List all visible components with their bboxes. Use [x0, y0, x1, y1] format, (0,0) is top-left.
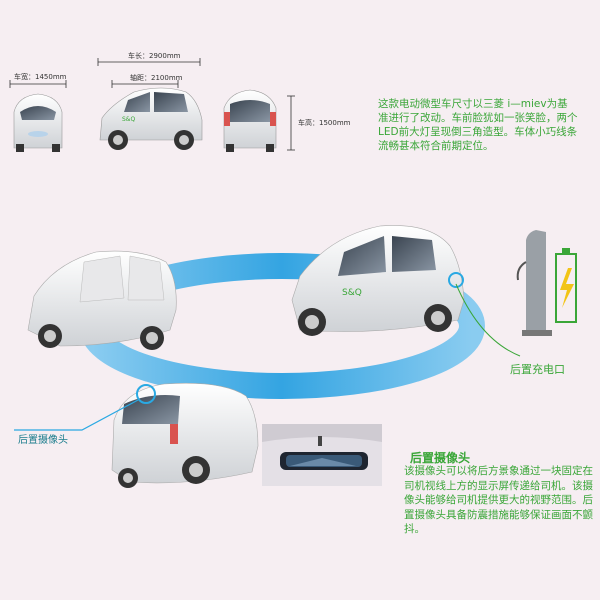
rearview-mirror-display	[262, 424, 382, 486]
camera-section-title: 后置摄像头	[410, 451, 471, 465]
car-rear-camera	[111, 382, 259, 488]
car-side-view	[99, 87, 203, 150]
charging-car-logo: S&Q	[342, 288, 362, 298]
height-dimension-label: 车高：1500mm	[298, 119, 351, 127]
dimension-lines	[9, 58, 295, 151]
charge-port-label: 后置充电口	[510, 363, 565, 376]
width-dimension-label: 车宽：1450mm	[14, 73, 67, 81]
length-dimension-label: 车长：2900mm	[128, 52, 181, 60]
rear-camera-label: 后置摄像头	[18, 435, 68, 446]
car-open-doors	[27, 250, 177, 350]
car-front-view	[13, 93, 63, 152]
charge-callout-line	[455, 283, 521, 357]
charging-station	[516, 230, 577, 336]
camera-callout-line	[14, 399, 139, 431]
side-car-logo: S&Q	[122, 116, 136, 123]
car-charging	[291, 225, 465, 336]
car-rear-view	[223, 89, 277, 152]
camera-section-body: 该摄像头可以将后方景象通过一块固定在司机视线上方的显示屏传递给司机。该摄像头能够…	[404, 465, 593, 535]
design-description: 这款电动微型车尺寸以三菱 i—miev为基准进行了改动。车前脸犹如一张笑脸，两个…	[378, 98, 578, 152]
wheelbase-dimension-label: 轴距：2100mm	[130, 74, 183, 82]
